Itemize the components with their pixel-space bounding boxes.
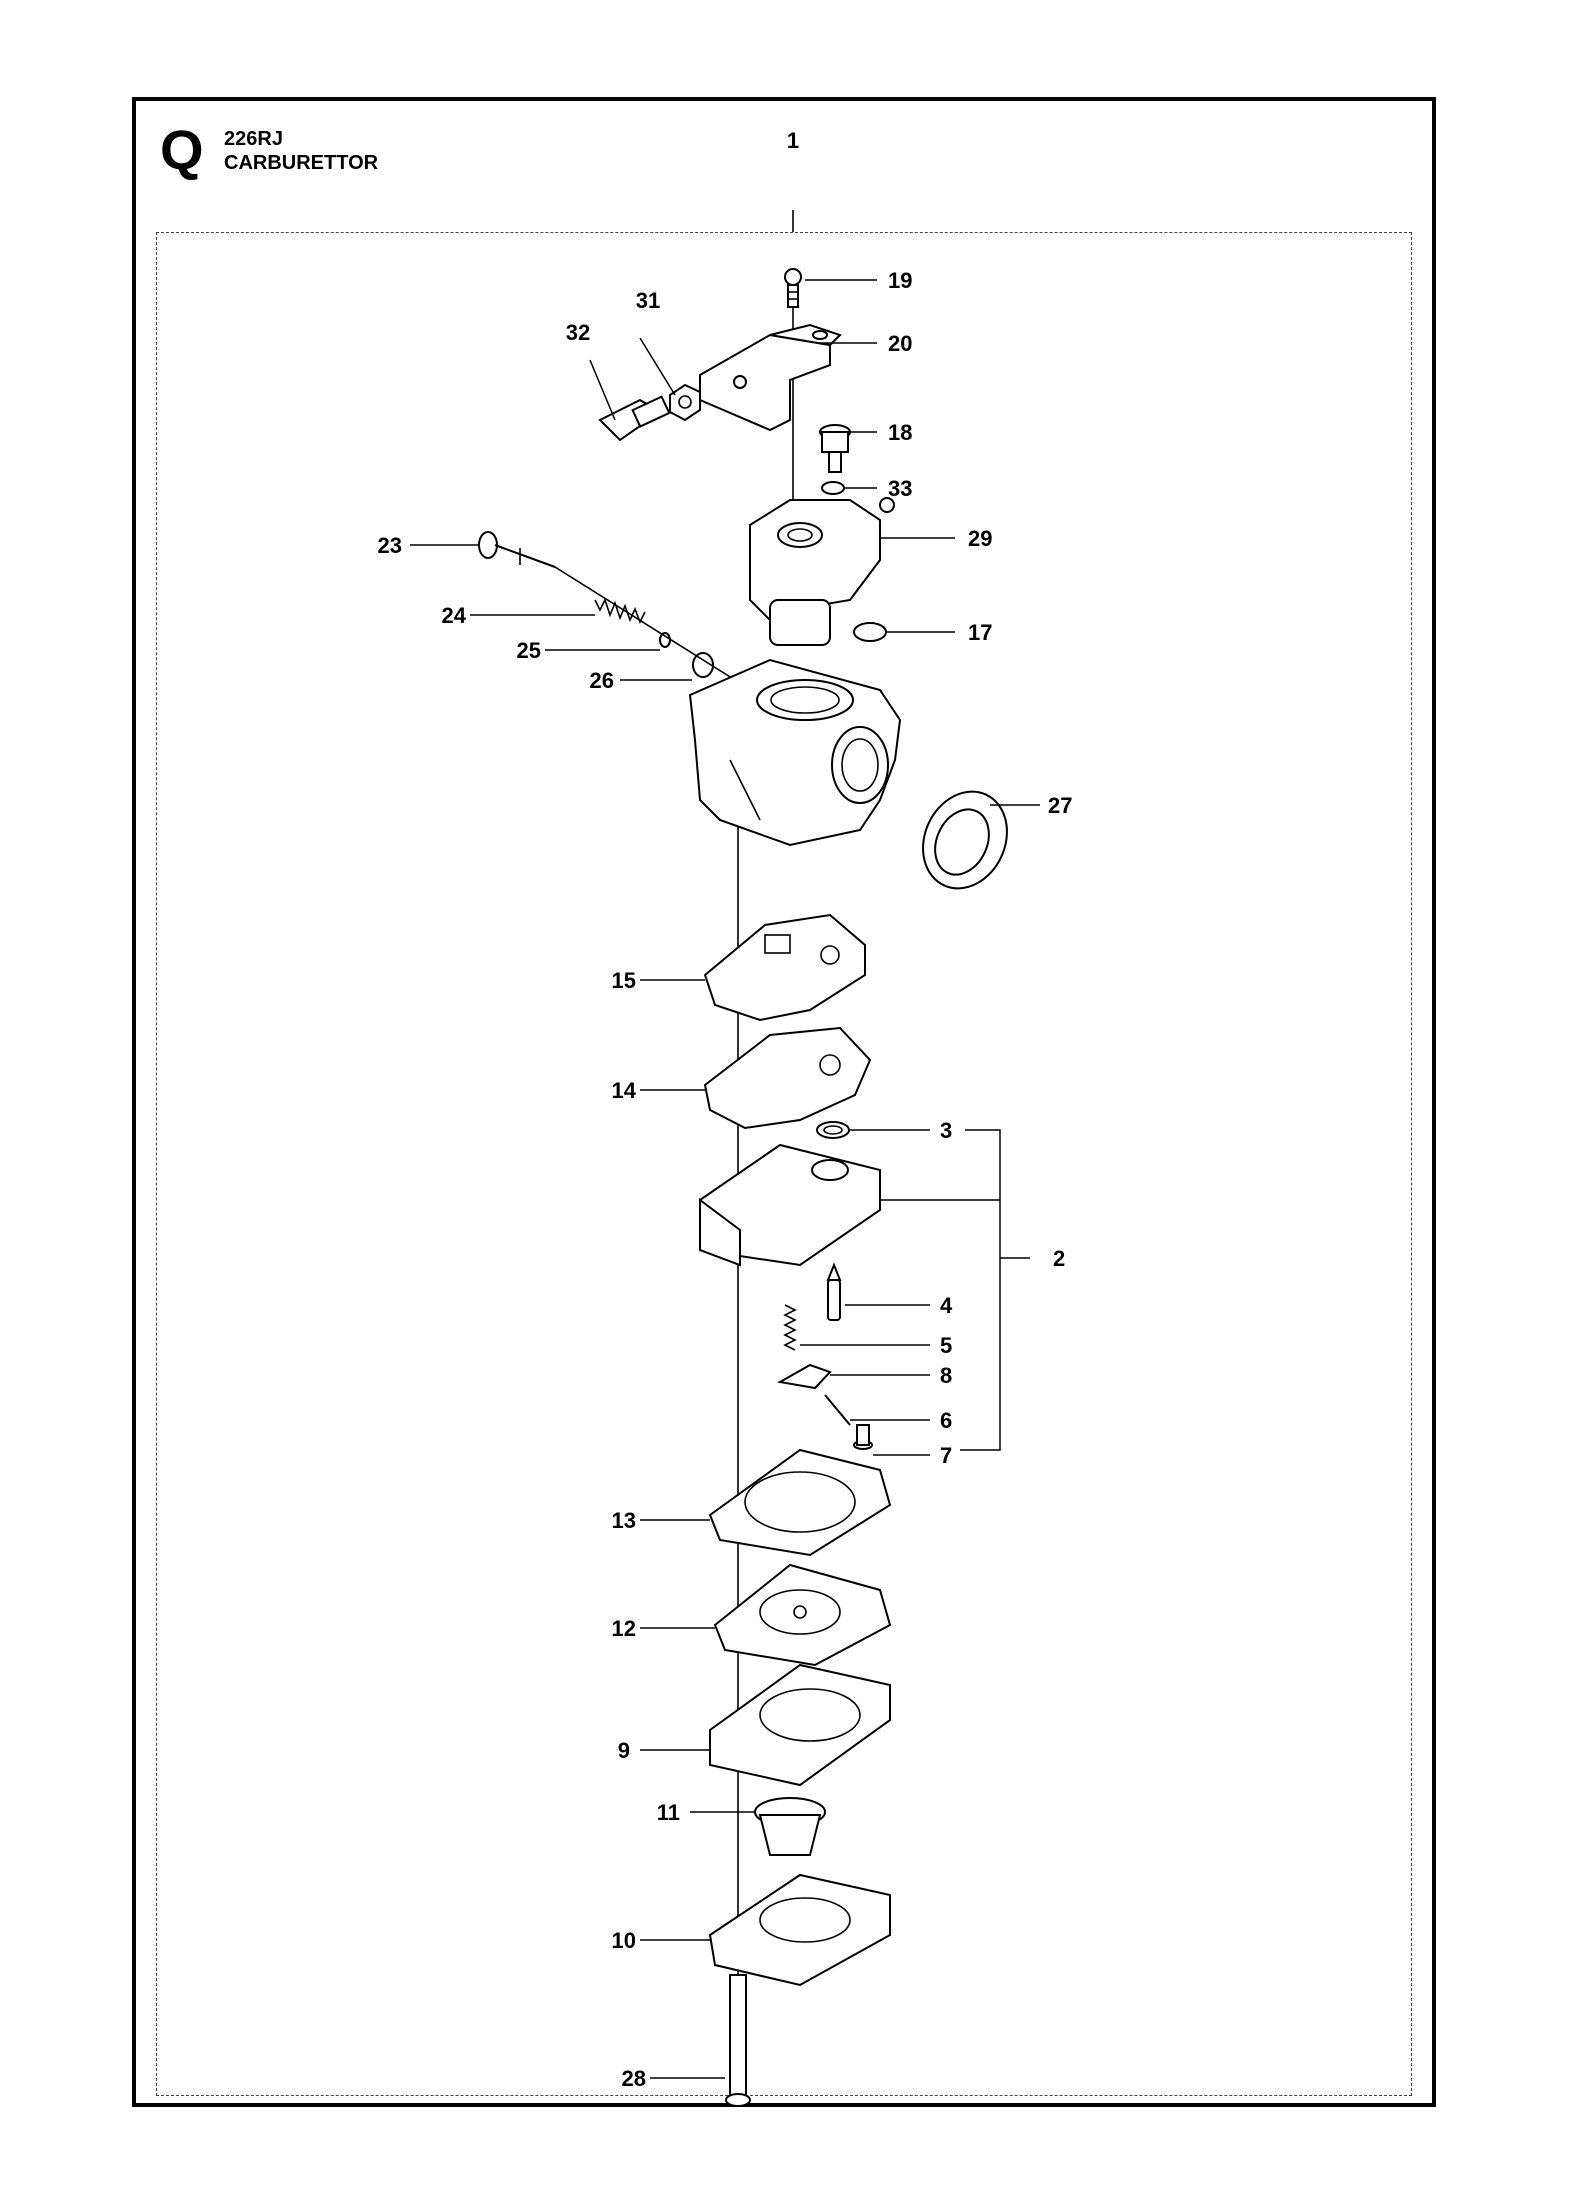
callout-23: 23 xyxy=(378,533,402,558)
section-title: CARBURETTOR xyxy=(224,152,379,174)
part-13-gasket xyxy=(708,1448,892,1557)
callout-25: 25 xyxy=(517,638,541,663)
part-6-pin xyxy=(824,1394,851,1426)
callout-29: 29 xyxy=(968,526,992,551)
callout-33: 33 xyxy=(888,476,912,501)
part-3-cap xyxy=(816,1121,850,1139)
part-8-lever xyxy=(777,1363,832,1390)
part-20-bracket xyxy=(699,323,842,432)
part-25-ring xyxy=(659,632,671,648)
callout-24: 24 xyxy=(442,603,467,628)
callout-18: 18 xyxy=(888,420,912,445)
section-letter: Q xyxy=(160,118,204,181)
part-15-gasket xyxy=(703,913,866,1022)
callout-28: 28 xyxy=(622,2066,646,2091)
callout-10: 10 xyxy=(612,1928,636,1953)
part-24-spring xyxy=(594,597,646,624)
part-19-screw xyxy=(784,268,802,308)
callout-31: 31 xyxy=(636,288,660,313)
group-2-bracket xyxy=(960,1129,1001,1451)
callout-15: 15 xyxy=(612,968,636,993)
callout-2: 2 xyxy=(1053,1246,1065,1271)
carburettor-body xyxy=(688,658,902,847)
callout-20: 20 xyxy=(888,331,912,356)
part-5-spring xyxy=(783,1304,797,1351)
part-7-screw xyxy=(853,1424,873,1450)
part-11-cup xyxy=(754,1797,826,1856)
model-name: 226RJ xyxy=(224,128,283,150)
leader-lines xyxy=(410,279,1040,2079)
callout-27: 27 xyxy=(1048,793,1072,818)
callout-11: 11 xyxy=(657,1800,680,1825)
callout-6: 6 xyxy=(940,1408,952,1433)
callout-32: 32 xyxy=(566,320,590,345)
part-33-oring xyxy=(821,481,845,495)
part-27-seal xyxy=(922,790,1008,890)
part-23-screw xyxy=(478,531,556,568)
callout-17: 17 xyxy=(968,620,992,645)
callout-7: 7 xyxy=(940,1443,952,1468)
part-17-clip xyxy=(853,622,887,642)
callout-5: 5 xyxy=(940,1333,952,1358)
callout-4: 4 xyxy=(940,1293,953,1318)
part-26-washer xyxy=(692,652,714,678)
callout-9: 9 xyxy=(618,1738,630,1763)
callout-14: 14 xyxy=(612,1078,637,1103)
callout-19: 19 xyxy=(888,268,912,293)
callout-labels: 1 2 3 4 5 6 7 8 9 10 11 12 13 14 15 17 1… xyxy=(378,128,1073,2091)
callout-3: 3 xyxy=(940,1118,952,1143)
part-31-nut xyxy=(669,383,701,422)
diagram-boundary xyxy=(156,232,1412,2096)
part-2-metering-body xyxy=(699,1143,881,1267)
callout-13: 13 xyxy=(612,1508,636,1533)
callout-1: 1 xyxy=(787,128,799,153)
part-29-lever-housing xyxy=(749,497,895,646)
part-18-screw xyxy=(819,424,851,473)
part-4-needle xyxy=(826,1262,842,1321)
page-frame xyxy=(132,97,1436,2107)
part-12-diaphragm xyxy=(713,1563,892,1667)
part-28-screw xyxy=(725,1974,751,2107)
callout-12: 12 xyxy=(612,1616,636,1641)
part-9-cover xyxy=(709,1663,891,1787)
callout-8: 8 xyxy=(940,1363,952,1388)
part-14-gasket xyxy=(703,1026,872,1130)
part-10-plate xyxy=(708,1873,891,1987)
part-32-adjuster xyxy=(598,395,671,442)
callout-26: 26 xyxy=(590,668,614,693)
